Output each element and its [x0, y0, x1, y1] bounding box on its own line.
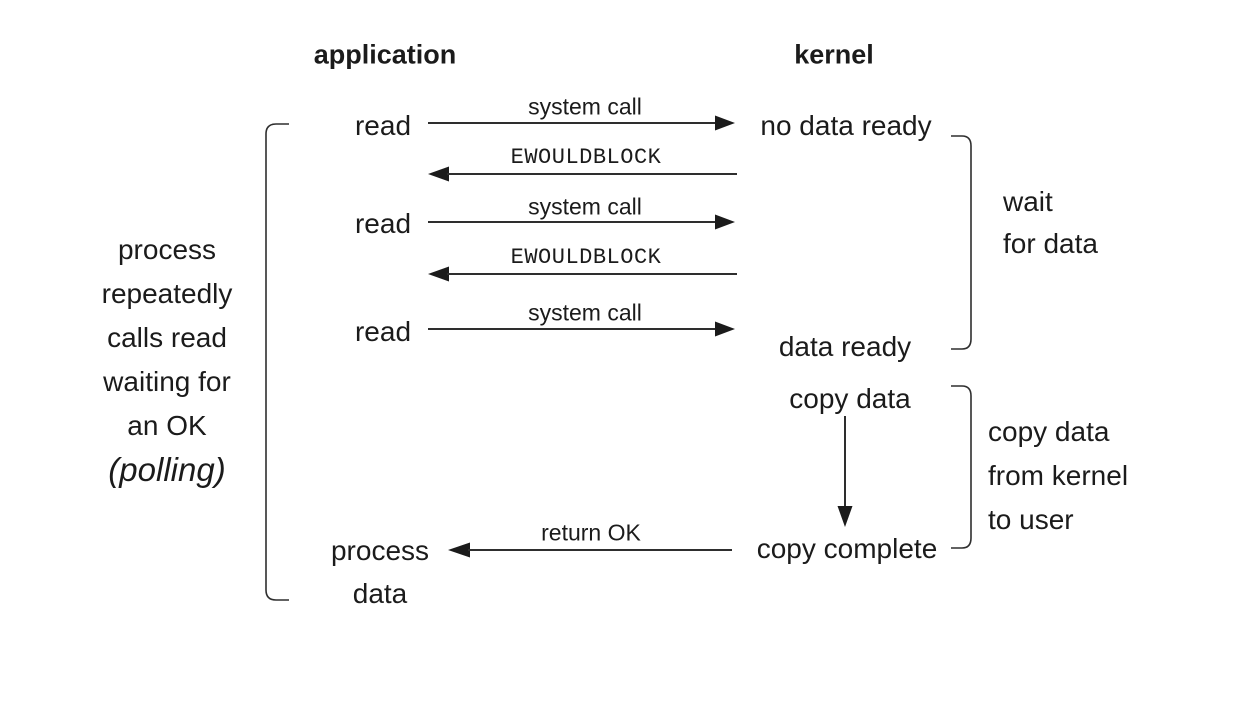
polling-annotation-line: calls read: [107, 322, 227, 353]
process-data-label: process data: [331, 529, 429, 615]
read-call-3: read: [354, 316, 412, 347]
ewouldblock-label-2: EWOULDBLOCK: [510, 245, 662, 270]
wait-for-data-line: for data: [1003, 228, 1098, 259]
wait-for-data-bracket: [951, 135, 972, 350]
left-polling-bracket: [265, 123, 289, 601]
polling-annotation: process repeatedly calls read waiting fo…: [102, 228, 233, 492]
copy-to-user-annotation: copy data from kernel to user: [988, 410, 1128, 542]
copy-to-user-line: copy data: [988, 416, 1110, 447]
data-ready-state: data ready: [778, 331, 912, 362]
process-data-line: process: [330, 535, 430, 566]
process-data-line: data: [352, 578, 408, 609]
polling-annotation-line: repeatedly: [101, 278, 233, 309]
copy-data-down-arrow: [837, 416, 853, 527]
kernel-column-header: kernel: [794, 39, 874, 70]
system-call-label-2: system call: [528, 193, 642, 220]
copy-to-user-bracket: [951, 385, 972, 549]
ewouldblock-label-1: EWOULDBLOCK: [510, 145, 662, 170]
wait-for-data-line: wait: [1003, 186, 1053, 217]
system-call-label-3: system call: [528, 299, 642, 326]
copy-to-user-line: to user: [988, 504, 1074, 535]
wait-for-data-annotation: wait for data: [1003, 181, 1098, 265]
copy-to-user-line: from kernel: [988, 460, 1129, 491]
ewouldblock-arrow-2: [428, 266, 737, 282]
polling-annotation-line: waiting for: [103, 366, 231, 397]
system-call-arrow-2: [428, 214, 735, 230]
return-ok-arrow: [448, 542, 732, 558]
copy-complete-state: copy complete: [756, 533, 938, 564]
application-column-header: application: [313, 39, 457, 70]
no-data-ready-state: no data ready: [760, 110, 932, 141]
system-call-arrow-3: [428, 321, 735, 337]
read-call-1: read: [354, 110, 412, 141]
polling-annotation-line: an OK: [127, 410, 207, 441]
system-call-label-1: system call: [528, 93, 642, 120]
polling-annotation-line: process: [117, 234, 217, 265]
copy-data-state: copy data: [789, 383, 911, 414]
return-ok-label: return OK: [541, 519, 641, 546]
polling-annotation-emphasis: (polling): [108, 451, 226, 488]
read-call-2: read: [354, 208, 412, 239]
system-call-arrow-1: [428, 115, 735, 131]
ewouldblock-arrow-1: [428, 166, 737, 182]
